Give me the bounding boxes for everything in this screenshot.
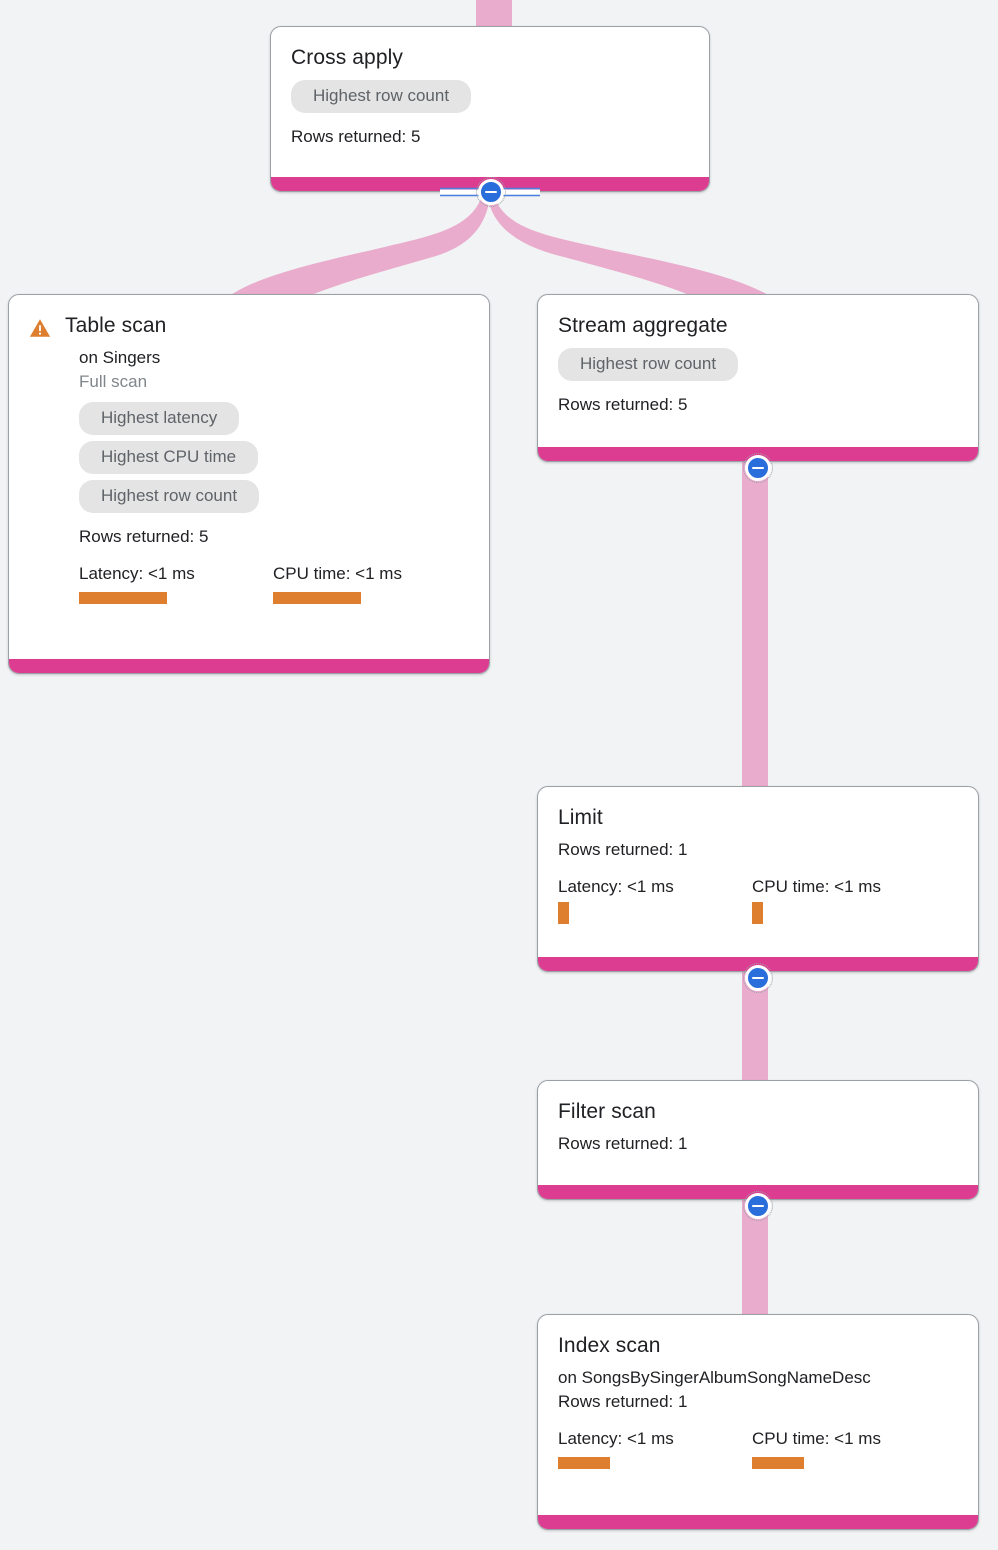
node-scan-type: Full scan [79, 372, 148, 391]
edge-incoming-top [476, 0, 512, 28]
chip-highest-row-count: Highest row count [291, 80, 472, 113]
node-subtitle: on SongsBySingerAlbumSongNameDesc [558, 1368, 871, 1387]
metric-latency: Latency: <1 ms [79, 563, 273, 604]
node-subtitle: on Singers [79, 348, 161, 367]
metric-cpu-time-label: CPU time: <1 ms [273, 564, 402, 583]
node-body: Table scan on Singers Full scan Highest … [9, 295, 489, 620]
metric-latency-bar [79, 592, 167, 604]
chip-highest-cpu-time: Highest CPU time [79, 441, 259, 474]
node-metrics: Latency: <1 ms CPU time: <1 ms [558, 876, 958, 924]
node-header: Filter scan [558, 1098, 958, 1126]
metric-latency-label: Latency: <1 ms [79, 564, 195, 583]
rows-returned: Rows returned: 5 [291, 127, 421, 146]
edge-stream-aggregate-to-limit [742, 462, 768, 788]
rows-returned: Rows returned: 5 [558, 395, 688, 414]
node-chips: Highest latency Highest CPU time Highest… [79, 402, 469, 519]
metric-cpu-time-label: CPU time: <1 ms [752, 877, 881, 896]
node-chips: Highest row count [558, 348, 958, 387]
node-body: Stream aggregate Highest row count Rows … [538, 295, 978, 433]
warning-triangle-icon [29, 319, 51, 337]
node-chips: Highest row count [291, 80, 689, 119]
node-title: Stream aggregate [558, 314, 728, 337]
node-metrics: Latency: <1 ms CPU time: <1 ms [79, 563, 469, 604]
node-header: Stream aggregate [558, 312, 958, 340]
node-cross-apply[interactable]: Cross apply Highest row count Rows retur… [270, 26, 710, 192]
metric-cpu-time-bar [273, 592, 361, 604]
metric-cpu-time-bar [752, 902, 763, 924]
node-body: Limit Rows returned: 1 Latency: <1 ms CP… [538, 787, 978, 940]
node-limit[interactable]: Limit Rows returned: 1 Latency: <1 ms CP… [537, 786, 979, 972]
minus-circle-icon[interactable] [745, 965, 771, 991]
node-accent-bar [9, 659, 489, 673]
node-title: Table scan [65, 314, 167, 337]
metric-cpu-time-bar [752, 1457, 804, 1469]
node-accent-bar [538, 1515, 978, 1529]
metric-latency: Latency: <1 ms [558, 1428, 752, 1469]
rows-returned: Rows returned: 5 [79, 527, 209, 546]
node-header: Table scan [29, 312, 469, 340]
rows-returned: Rows returned: 1 [558, 840, 688, 859]
metric-cpu-time: CPU time: <1 ms [752, 876, 946, 924]
metric-cpu-time-label: CPU time: <1 ms [752, 1429, 881, 1448]
node-body: Index scan on SongsBySingerAlbumSongName… [538, 1315, 978, 1485]
node-header: Limit [558, 804, 958, 832]
node-title: Filter scan [558, 1100, 656, 1123]
edge-cross-apply-to-table-scan [224, 196, 490, 300]
node-body: Cross apply Highest row count Rows retur… [271, 27, 709, 165]
minus-circle-icon[interactable] [478, 179, 504, 205]
metric-latency-bar [558, 902, 569, 924]
edge-cross-apply-to-stream-aggregate [488, 196, 776, 300]
chip-highest-row-count: Highest row count [558, 348, 739, 381]
node-title: Index scan [558, 1334, 661, 1357]
node-table-scan[interactable]: Table scan on Singers Full scan Highest … [8, 294, 490, 674]
metric-latency-label: Latency: <1 ms [558, 877, 674, 896]
node-title: Limit [558, 806, 603, 829]
minus-circle-icon[interactable] [745, 455, 771, 481]
node-header: Cross apply [291, 44, 689, 72]
metric-latency: Latency: <1 ms [558, 876, 752, 924]
rows-returned: Rows returned: 1 [558, 1134, 688, 1153]
node-filter-scan[interactable]: Filter scan Rows returned: 1 [537, 1080, 979, 1200]
node-stream-aggregate[interactable]: Stream aggregate Highest row count Rows … [537, 294, 979, 462]
node-metrics: Latency: <1 ms CPU time: <1 ms [558, 1428, 958, 1469]
metric-latency-bar [558, 1457, 610, 1469]
minus-circle-icon[interactable] [745, 1193, 771, 1219]
rows-returned: Rows returned: 1 [558, 1392, 688, 1411]
metric-cpu-time: CPU time: <1 ms [273, 563, 467, 604]
chip-highest-latency: Highest latency [79, 402, 240, 435]
metric-latency-label: Latency: <1 ms [558, 1429, 674, 1448]
node-header: Index scan [558, 1332, 958, 1360]
chip-highest-row-count: Highest row count [79, 480, 260, 513]
node-index-scan[interactable]: Index scan on SongsBySingerAlbumSongName… [537, 1314, 979, 1530]
node-title: Cross apply [291, 46, 403, 69]
node-body: Filter scan Rows returned: 1 [538, 1081, 978, 1172]
metric-cpu-time: CPU time: <1 ms [752, 1428, 946, 1469]
